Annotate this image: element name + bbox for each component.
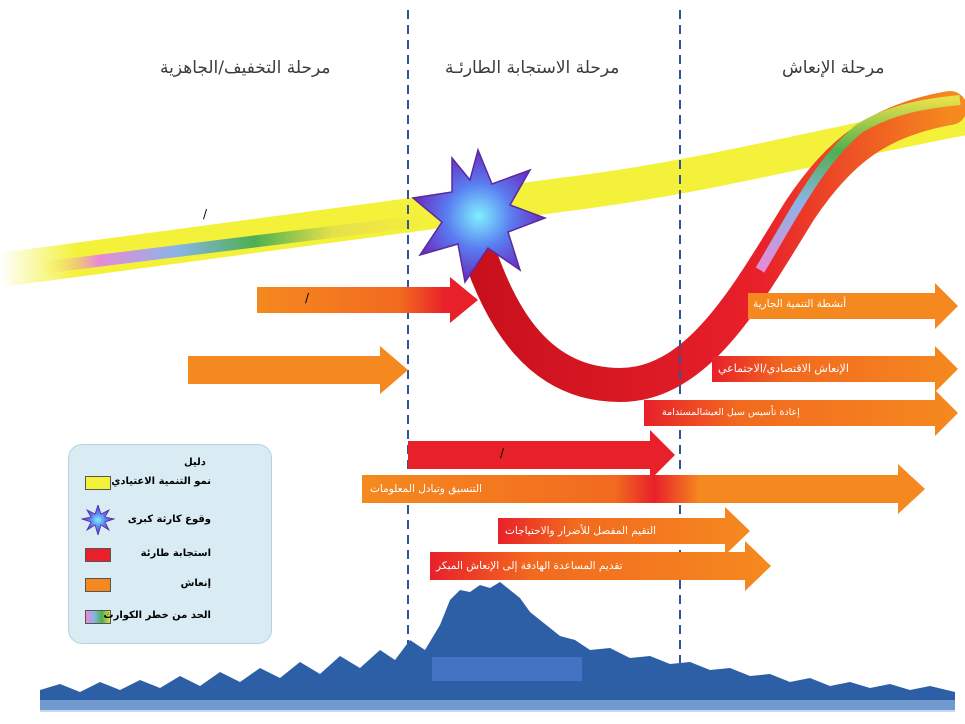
arrow-socio-econ [712,346,958,392]
legend-item-emergency: استجابة طارئة [69,545,271,567]
legend-title: دليل [184,457,206,468]
slash-emergency-arrow: / [500,446,505,460]
legend-item-disaster: وقوع كارثة كبرى [69,505,271,535]
drr-band-right [755,95,961,273]
legend-item-recovery: إنعاش [69,575,271,597]
legend-panel: دليل نمو التنمية الاعتيادي وقوع كارثة كب… [68,444,272,644]
legend-swatch-drr [85,610,111,624]
legend-label: استجابة طارئة [140,548,211,559]
legend-label: الحد من خطر الكوارث [103,610,211,621]
phase-recovery: مرحلة الإنعاش [782,58,885,78]
legend-item-development: نمو التنمية الاعتيادي [69,473,271,495]
star-burst-icon [81,505,115,535]
disaster-star-icon [411,147,548,284]
slash-initial-arrow: / [305,291,310,305]
label-coordination: التنسيق وتبادل المعلومات [370,483,482,495]
legend-swatch-development [85,476,111,490]
arrow-preparedness [188,346,408,394]
arrow-livelihoods [644,390,958,436]
wave-highlight [40,700,955,712]
arrow-coordination [362,464,925,514]
label-socio-econ: الإنعاش الاقتصادي/الاجتماعي [718,362,849,375]
label-early-recovery: تقديم المساعدة الهادفة إلى الإنعاش المبك… [436,560,623,572]
recovery-curve [458,91,965,403]
legend-label: نمو التنمية الاعتيادي [111,476,211,487]
arrow-initial [257,277,478,323]
drr-band-left [39,214,431,274]
arrow-early-recovery [430,541,771,591]
arrow-emergency [408,430,675,480]
legend-swatch-recovery [85,578,111,592]
wave-label-box [432,657,582,681]
effort-wave [40,582,955,710]
legend-swatch-emergency [85,548,111,562]
arrow-ongoing-dev [748,283,958,329]
phase-emergency: مرحلة الاستجابة الطارئـة [445,58,620,78]
phase-mitigation: مرحلة التخفيف/الجاهزية [160,58,331,78]
arrow-assessment [498,507,750,555]
label-livelihoods: إعادة تأسيس سبل العيشالمستدامة [662,407,800,418]
legend-item-drr: الحد من خطر الكوارث [69,607,271,629]
label-ongoing-dev: أنشطة التنمية الجارية [753,298,847,310]
label-assessment: التقيم المفصل للأضرار والاحتياجات [505,525,657,537]
legend-label: إنعاش [180,578,211,589]
legend-label: وقوع كارثة كبرى [127,514,211,525]
slash-top: / [203,207,208,221]
